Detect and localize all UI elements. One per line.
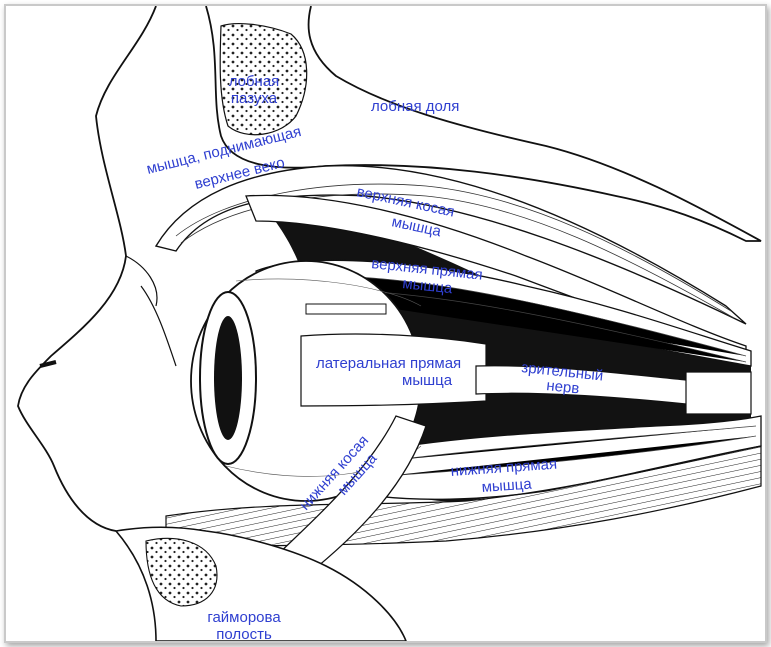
eyelid-skin: [126, 256, 176, 366]
diagram-frame: лобная пазуха лобная доля мышца, поднима…: [4, 4, 767, 643]
eye-orbit-diagram: лобная пазуха лобная доля мышца, поднима…: [6, 6, 765, 641]
label-frontal-sinus-1: лобная: [229, 73, 280, 90]
label-maxillary-sinus-1: гайморова: [207, 609, 281, 626]
iris-pupil: [214, 316, 242, 440]
label-optic-nerve-2: нерв: [546, 377, 581, 397]
label-frontal-lobe: лобная доля: [371, 98, 459, 115]
label-lateral-rectus-1: латеральная прямая: [316, 355, 461, 372]
label-frontal-sinus-2: пазуха: [231, 90, 278, 107]
label-maxillary-sinus-2: полость: [216, 626, 272, 641]
face-profile: [18, 6, 156, 531]
optic-nerve-cut: [686, 372, 751, 414]
lateral-rectus-tendon: [306, 304, 386, 314]
label-lateral-rectus-2: мышца: [402, 372, 453, 389]
label-inferior-rectus-2: мышца: [481, 475, 533, 495]
mark: [40, 362, 56, 366]
